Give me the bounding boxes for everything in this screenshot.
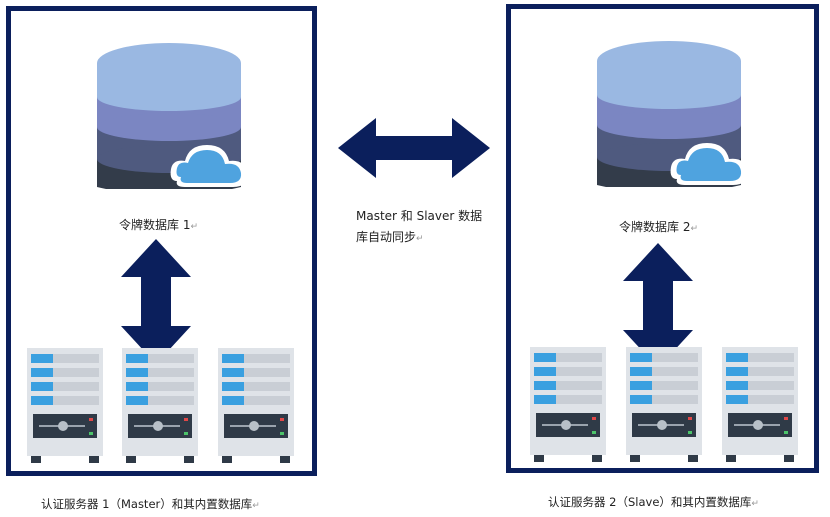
server-rack-icon	[27, 348, 103, 463]
paragraph-mark: ↵	[416, 234, 424, 244]
server-rack-icon	[122, 348, 198, 463]
server-rack-icon	[626, 347, 702, 462]
paragraph-mark: ↵	[690, 224, 698, 234]
db-label-2: 令牌数据库 2↵	[619, 220, 698, 234]
database-cloud-icon	[597, 41, 748, 187]
double-arrow-icon	[121, 239, 191, 364]
sync-label: Master 和 Slaver 数据库自动同步↵	[356, 209, 483, 244]
cloud-icon	[670, 143, 748, 185]
paragraph-mark: ↵	[190, 222, 198, 232]
slave-caption: 认证服务器 2（Slave）和其内置数据库↵	[548, 495, 759, 509]
double-arrow-icon	[623, 243, 693, 368]
paragraph-mark: ↵	[751, 499, 759, 509]
server-rack-icon	[722, 347, 798, 462]
server-rack-icon	[218, 348, 294, 463]
db-label-1: 令牌数据库 1↵	[119, 218, 198, 232]
database-cloud-icon	[97, 43, 248, 189]
server-rack-icon	[530, 347, 606, 462]
cloud-icon	[170, 145, 248, 187]
paragraph-mark: ↵	[252, 501, 260, 511]
master-caption: 认证服务器 1（Master）和其内置数据库↵	[41, 497, 260, 511]
sync-double-arrow-icon	[338, 118, 490, 178]
